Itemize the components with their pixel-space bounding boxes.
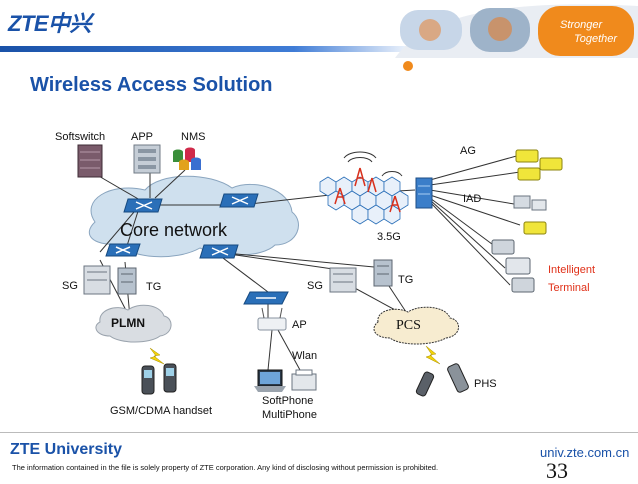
ag-phone-icon-1 <box>515 149 539 163</box>
router-icon-2 <box>219 193 259 208</box>
header-banner: Stronger Together <box>395 4 638 71</box>
tg-mid-gateway-icon <box>373 259 393 287</box>
label-softphone: SoftPhone <box>262 395 314 407</box>
label-tg-left: TG <box>146 281 162 293</box>
banner-slogan-box <box>538 6 634 56</box>
page-number: 33 <box>546 458 568 483</box>
handset-icon-2 <box>163 363 177 393</box>
router-icon-3 <box>199 244 239 259</box>
label-phs: PHS <box>474 378 497 390</box>
footer-divider <box>0 432 638 433</box>
lightning-icon-2 <box>425 345 441 365</box>
pcs-cloud-icon <box>373 306 459 345</box>
app-server-icon <box>133 144 161 174</box>
terminal-phone-icon-2 <box>505 257 531 275</box>
lightning-icon-1 <box>149 347 165 365</box>
label-ag: AG <box>460 145 476 157</box>
access-point-icon <box>257 307 287 331</box>
label-app: APP <box>131 131 154 143</box>
tower-icon-3 <box>389 195 401 213</box>
terminal-phone-icon-1 <box>491 239 515 255</box>
slogan-line2: Together <box>574 33 618 45</box>
accent-dot <box>403 61 413 71</box>
phs-phone-icon-1 <box>415 371 435 397</box>
label-multiphone: MultiPhone <box>262 409 318 421</box>
router-icon-4 <box>105 243 141 257</box>
laptop-icon <box>254 369 286 392</box>
label-nms: NMS <box>181 131 206 143</box>
phs-phone-icon-2 <box>447 363 469 393</box>
slogan-line1: Stronger <box>560 19 604 31</box>
label-intelligent: Intelligent <box>548 264 596 276</box>
tower-icon-1 <box>343 151 377 187</box>
label-core-network: Core network <box>120 220 228 240</box>
iad-computer-icon <box>513 195 547 211</box>
footer-university: ZTE University <box>10 441 123 458</box>
handset-icon-1 <box>141 365 155 395</box>
label-softswitch: Softswitch <box>55 131 106 143</box>
iad-phone-icon <box>523 221 547 235</box>
terminal-phone-icon-3 <box>511 277 535 293</box>
label-tg-mid: TG <box>398 274 414 286</box>
tower-icon-2 <box>334 187 346 205</box>
label-terminal: Terminal <box>548 282 590 294</box>
ag-phone-icon-2 <box>539 157 563 171</box>
label-iad: IAD <box>463 193 482 205</box>
router-icon-1 <box>123 198 163 213</box>
label-ap: AP <box>292 319 307 331</box>
label-sg-left: SG <box>62 280 78 292</box>
tg-left-gateway-icon <box>117 267 137 295</box>
page-title: Wireless Access Solution <box>30 74 273 96</box>
label-pcs: PCS <box>396 318 421 333</box>
tower-icon-4 <box>367 171 403 193</box>
nms-database-icon <box>173 147 201 170</box>
printer-icon <box>291 369 317 391</box>
ag-phone-icon-3 <box>517 167 541 181</box>
label-sg-mid: SG <box>307 280 323 292</box>
header-band <box>0 46 420 52</box>
label-plmn: PLMN <box>111 316 145 330</box>
label-handset: GSM/CDMA handset <box>110 405 213 417</box>
rnc-cabinet-icon <box>415 177 433 209</box>
footer-url[interactable]: univ.zte.com.cn <box>540 445 630 460</box>
switch-icon <box>243 291 289 305</box>
footer-disclaimer: The information contained in the file is… <box>12 463 439 472</box>
zte-logo: ZTE中兴 <box>8 11 92 36</box>
softswitch-server-icon <box>77 144 103 178</box>
plmn-cloud-icon <box>95 304 172 343</box>
label-wlan: Wlan <box>292 350 318 362</box>
label-3-5g: 3.5G <box>377 231 401 243</box>
sg-left-gateway-icon <box>83 265 111 295</box>
sg-mid-gateway-icon <box>329 267 357 293</box>
